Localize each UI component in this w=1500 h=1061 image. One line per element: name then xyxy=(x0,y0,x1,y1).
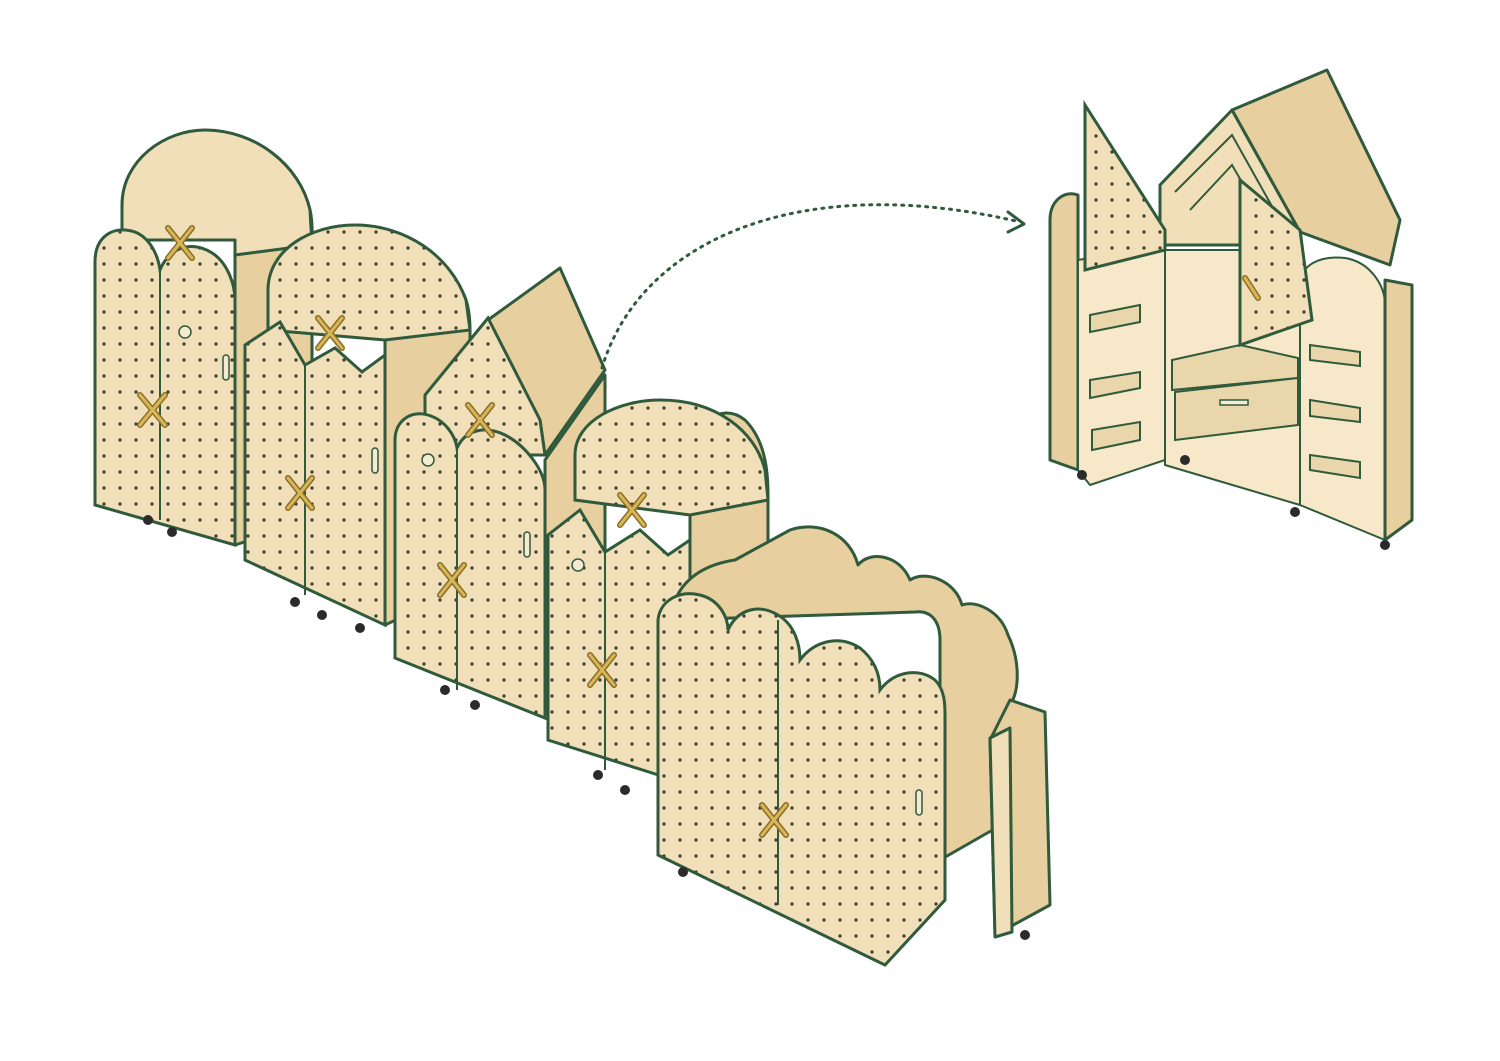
unit-4-top-handle-icon xyxy=(617,492,647,528)
cabinet-unit-5 xyxy=(656,525,1052,967)
unit-3-side-slot xyxy=(523,531,531,558)
unit-1-front xyxy=(93,228,237,547)
open-unit-left-shelf xyxy=(1089,303,1141,334)
open-unit-drawer-pull xyxy=(1219,399,1249,406)
unit-4-back-arch xyxy=(573,398,770,517)
unit-3-handle-icon xyxy=(437,562,467,598)
open-unit-left-shelf xyxy=(1089,370,1141,400)
unit-4-handle-icon xyxy=(587,652,617,688)
open-unit-right-gable-panel xyxy=(1238,176,1314,348)
unit-2-caster-icon xyxy=(355,623,365,633)
unit-2-top-handle-icon xyxy=(315,315,345,351)
open-unit-left-shelf xyxy=(1091,420,1141,452)
unit-2-caster-icon xyxy=(317,610,327,620)
open-unit-interior-shelf xyxy=(1171,343,1299,392)
arrow-dotted-path xyxy=(600,203,1022,370)
arrowhead-icon xyxy=(1006,210,1026,234)
unit-2-back-arch xyxy=(266,223,472,342)
unit-1-caster-icon xyxy=(167,527,177,537)
unit-2-handle-icon xyxy=(285,475,315,511)
unit-1-side-slot xyxy=(222,354,230,381)
unit-3-finger-hole xyxy=(421,453,435,467)
unit-5-side-slot xyxy=(915,789,923,816)
open-unit-right-shelf xyxy=(1309,453,1361,480)
transform-arrow xyxy=(600,203,1026,370)
unit-2-caster-icon xyxy=(290,597,300,607)
open-unit-left-side xyxy=(1048,192,1080,472)
unit-5-handle-icon xyxy=(759,802,789,838)
open-unit-right-shelf xyxy=(1309,398,1361,424)
unit-4-finger-hole xyxy=(571,558,585,572)
unit-1-handle-icon xyxy=(137,392,168,428)
open-unit-drawer xyxy=(1174,376,1299,442)
unit-5-side-post xyxy=(988,726,1014,939)
unit-3-front xyxy=(393,412,547,721)
open-unit-left-door xyxy=(1077,244,1166,486)
unit-1-top-handle-icon xyxy=(165,225,195,261)
open-unit-caster-icon xyxy=(1077,470,1087,480)
unit-4-caster-icon xyxy=(620,785,630,795)
open-unit-caster-icon xyxy=(1290,507,1300,517)
unit-1-finger-hole xyxy=(178,325,192,339)
open-unit-handle-icon xyxy=(1242,275,1261,301)
unit-5-front xyxy=(656,592,947,967)
open-unit-right-door xyxy=(1299,256,1386,541)
unit-2-side-slot xyxy=(371,447,379,474)
unit-1-back-arch xyxy=(120,128,314,257)
open-unit-caster-icon xyxy=(1380,540,1390,550)
unit-3-top-handle-icon xyxy=(465,402,495,438)
unit-1-caster-icon xyxy=(143,515,153,525)
open-unit-left-gable-panel xyxy=(1083,99,1167,272)
unit-5-caster-icon xyxy=(1020,930,1030,940)
unit-2-front xyxy=(243,319,387,628)
unit-3-caster-icon xyxy=(440,685,450,695)
unit-5-caster-icon xyxy=(678,867,688,877)
open-unit-caster-icon xyxy=(1180,455,1190,465)
unit-3-caster-icon xyxy=(470,700,480,710)
unit-4-caster-icon xyxy=(593,770,603,780)
open-unit-right-side xyxy=(1383,278,1414,542)
cabinet-unit-open xyxy=(1048,68,1414,550)
cabinet-unit-4 xyxy=(546,398,770,795)
open-unit-right-shelf xyxy=(1309,343,1361,368)
